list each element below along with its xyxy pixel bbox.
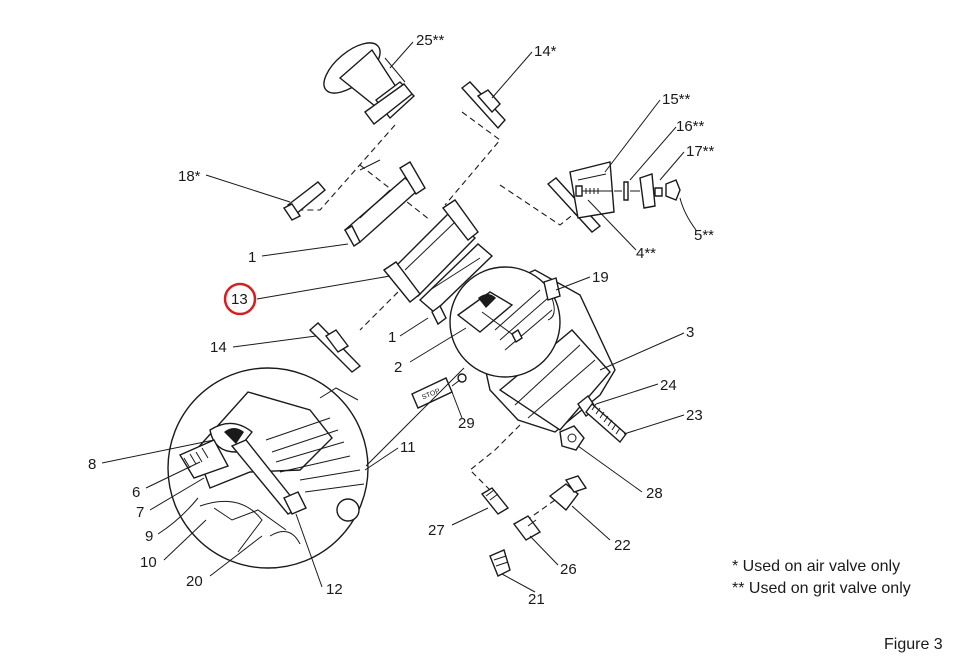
part-28-fitting — [559, 425, 585, 451]
part-18-gasket — [282, 181, 327, 221]
callout-11: 11 — [400, 439, 416, 456]
part-15-bracket — [546, 161, 615, 233]
callout-15: 15** — [662, 91, 691, 108]
part-25-fitting — [323, 42, 416, 125]
callout-8: 8 — [88, 456, 96, 473]
callout-2: 2 — [394, 359, 402, 376]
part-22-elbow — [548, 475, 588, 512]
callout-23: 23 — [686, 407, 703, 424]
part-13-pipe-section — [382, 199, 479, 303]
highlight-circle-13 — [223, 282, 257, 316]
callout-27: 27 — [428, 522, 445, 539]
callout-29: 29 — [458, 415, 475, 432]
part-21-plug — [489, 549, 511, 577]
callout-1-upper: 1 — [248, 249, 256, 266]
part-19-clamp — [543, 277, 561, 321]
callout-25: 25** — [416, 32, 445, 49]
callout-28: 28 — [646, 485, 663, 502]
callout-22: 22 — [614, 537, 631, 554]
part-29-stop-tag: STOP — [411, 373, 467, 409]
part-1-lower-channel — [418, 243, 494, 326]
part-26-tee — [512, 515, 542, 541]
part-4-screw — [575, 185, 612, 197]
part-23-threaded-rod — [585, 402, 627, 444]
callout-12: 12 — [326, 581, 343, 598]
callout-19: 19 — [592, 269, 609, 286]
figure-label: Figure 3 — [884, 636, 943, 653]
callout-14-lower: 14 — [210, 339, 227, 356]
part-27-nipple — [480, 487, 510, 515]
callout-24: 24 — [660, 377, 677, 394]
callout-13: 13 — [231, 291, 248, 308]
callout-5: 5** — [694, 227, 714, 244]
detail-bubble-small — [449, 266, 561, 378]
part-14-flange-lower — [308, 322, 362, 373]
callout-16: 16** — [676, 118, 705, 135]
callout-17: 17** — [686, 143, 715, 160]
callout-3: 3 — [686, 324, 694, 341]
part-1-upper-channel — [343, 159, 426, 248]
callout-9: 9 — [145, 528, 153, 545]
leader-lines — [101, 41, 697, 593]
note-grit-valve: ** Used on grit valve only — [732, 580, 911, 597]
note-air-valve: * Used on air valve only — [732, 558, 901, 575]
callout-labels: 25** 14* 15** 16** 17** 18* 5** 4** 1 13… — [88, 32, 715, 608]
callout-6: 6 — [132, 484, 140, 501]
part-16-washer — [614, 181, 629, 201]
callout-26: 26 — [560, 561, 577, 578]
callout-18: 18* — [178, 168, 201, 185]
callout-21: 21 — [528, 591, 545, 608]
callout-7: 7 — [136, 504, 144, 521]
callout-10: 10 — [140, 554, 157, 571]
part-17-knob — [630, 173, 681, 209]
part-14-flange-top — [460, 81, 506, 130]
callout-14-top: 14* — [534, 43, 557, 60]
detail-bubble-large — [167, 367, 369, 569]
callout-20: 20 — [186, 573, 203, 590]
legend-notes: * Used on air valve only ** Used on grit… — [732, 556, 911, 600]
callout-4: 4** — [636, 245, 656, 262]
callout-1-lower: 1 — [388, 329, 396, 346]
